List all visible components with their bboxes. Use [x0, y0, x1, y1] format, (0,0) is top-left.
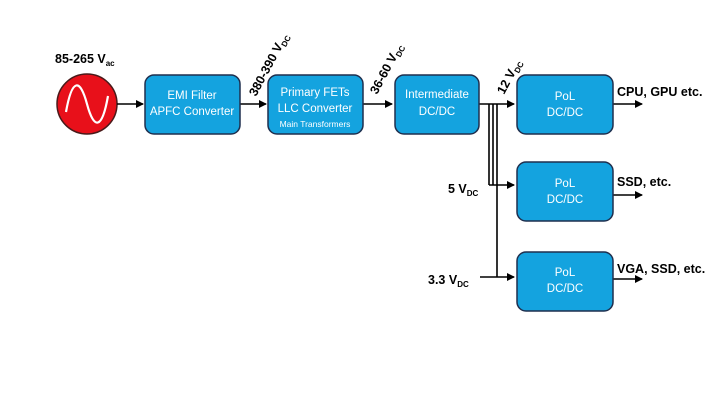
pol-block-3: PoL DC/DC: [516, 251, 614, 312]
emi-filter-block: EMI Filter APFC Converter: [144, 74, 241, 135]
rail-33v-label: 3.3 VDC: [428, 273, 469, 289]
svg-text:Main Transformers: Main Transformers: [280, 119, 351, 129]
svg-text:APFC Converter: APFC Converter: [150, 106, 235, 118]
svg-text:Primary FETs: Primary FETs: [281, 87, 350, 99]
svg-text:Intermediate: Intermediate: [405, 89, 469, 101]
pol-block-1: PoL DC/DC: [516, 74, 614, 135]
output-label-3: VGA, SSD, etc.: [617, 262, 705, 276]
svg-text:DC/DC: DC/DC: [547, 283, 583, 295]
primary-fets-block: Primary FETs LLC Converter Main Transfor…: [267, 74, 364, 135]
pol-block-2: PoL DC/DC: [516, 161, 614, 222]
svg-text:LLC Converter: LLC Converter: [278, 103, 353, 115]
ac-source-icon: [56, 73, 118, 135]
output-label-2: SSD, etc.: [617, 175, 671, 189]
output-label-1: CPU, GPU etc.: [617, 85, 702, 99]
svg-text:EMI Filter: EMI Filter: [167, 90, 216, 102]
svg-text:PoL: PoL: [555, 91, 576, 103]
input-voltage-label: 85-265 Vac: [55, 52, 115, 68]
intermediate-dcdc-block: Intermediate DC/DC: [394, 74, 480, 135]
svg-text:PoL: PoL: [555, 267, 576, 279]
svg-text:DC/DC: DC/DC: [547, 194, 583, 206]
rail-5v-label: 5 VDC: [448, 182, 479, 198]
svg-text:DC/DC: DC/DC: [419, 106, 455, 118]
svg-text:DC/DC: DC/DC: [547, 107, 583, 119]
svg-text:PoL: PoL: [555, 178, 576, 190]
